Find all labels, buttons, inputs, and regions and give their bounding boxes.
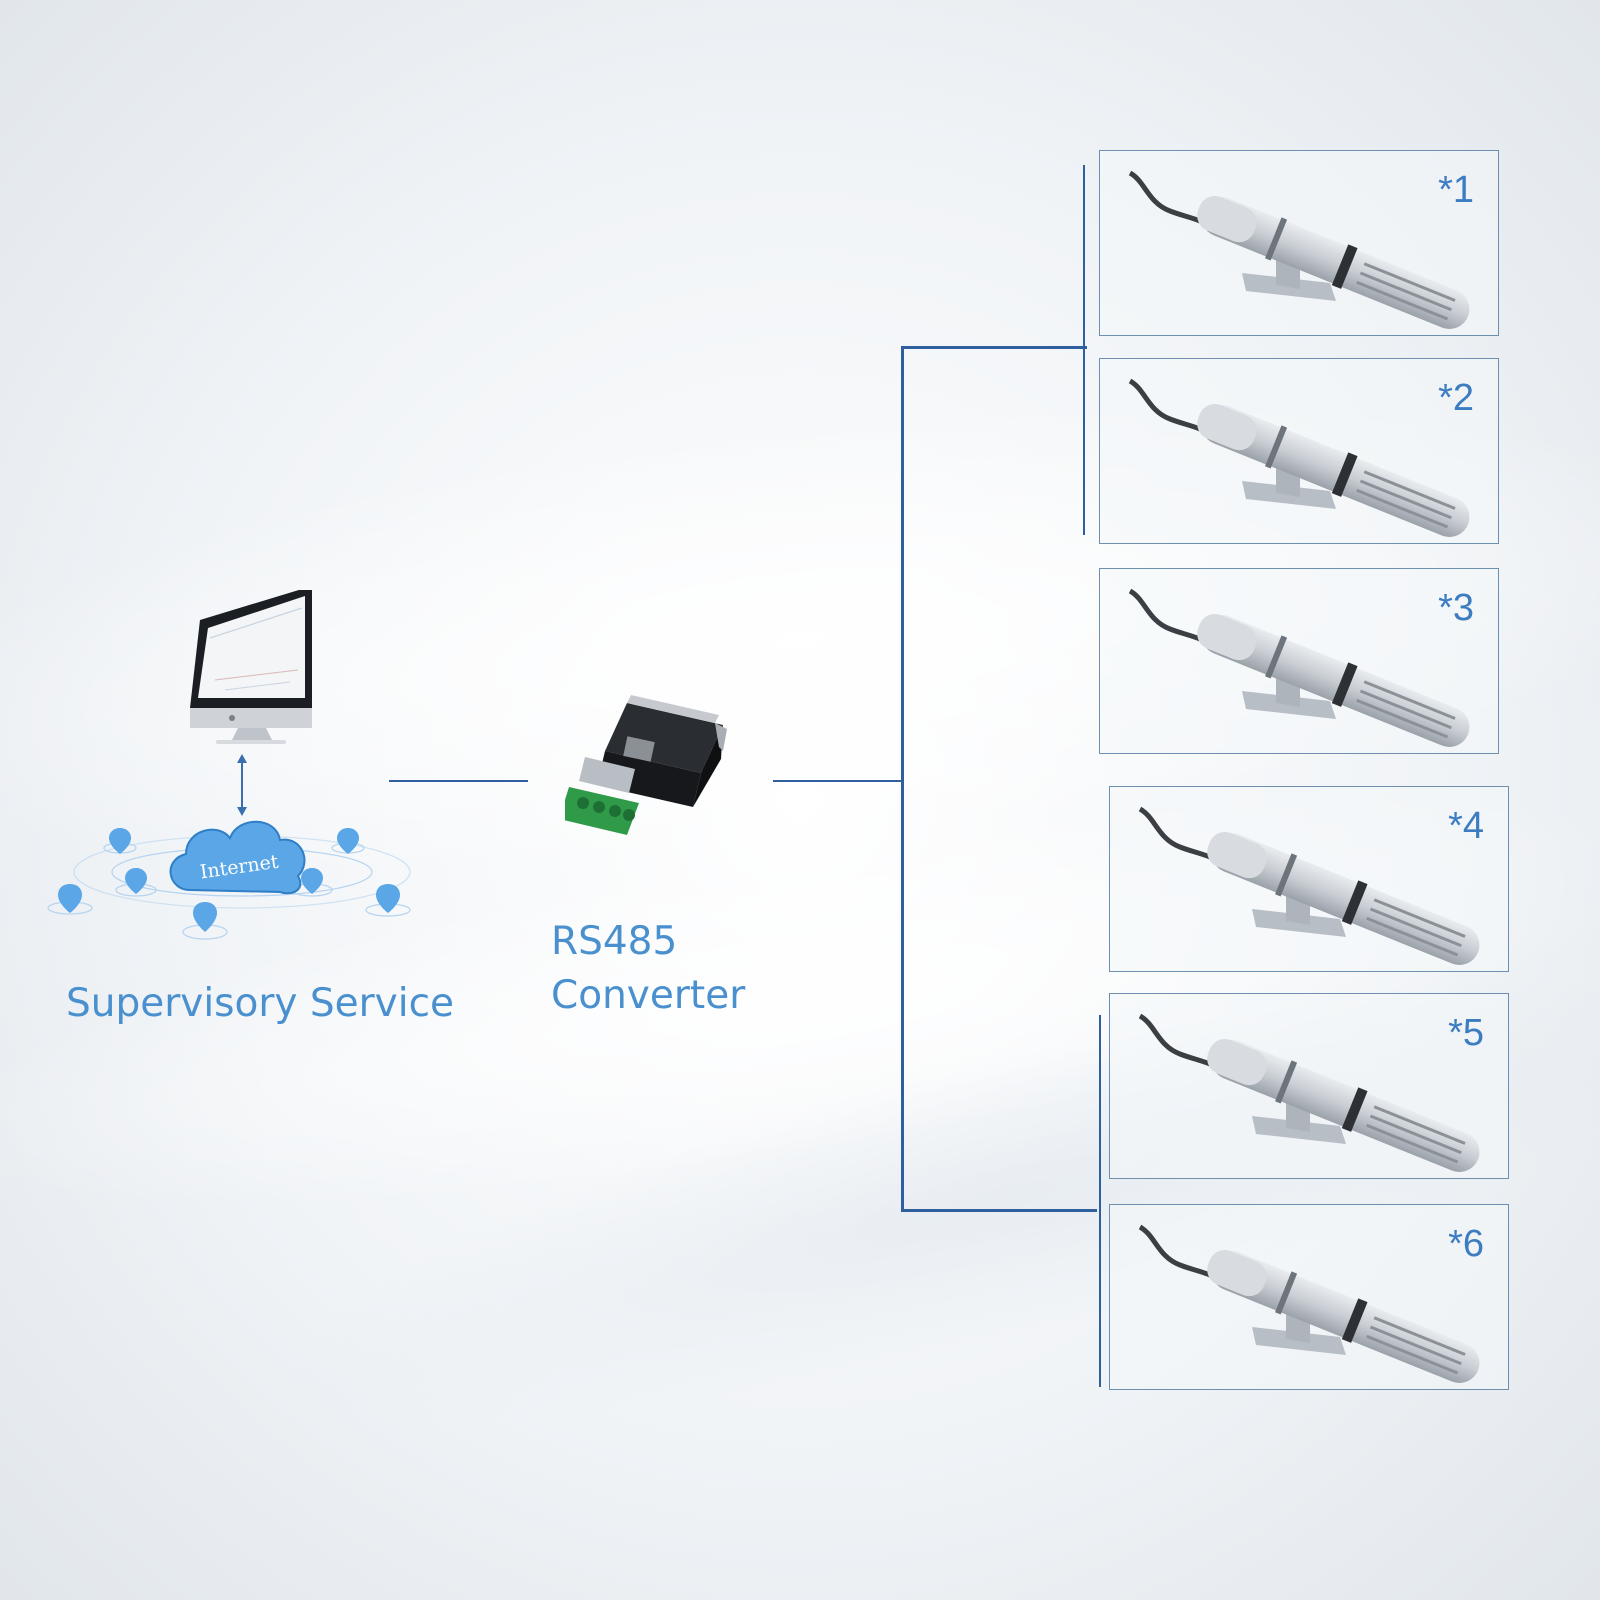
connector-supervisory-to-converter (389, 780, 528, 782)
sensor-number-label: *4 (1448, 805, 1484, 847)
location-pin-icon (109, 828, 131, 854)
converter-label-line1: RS485 (551, 919, 678, 964)
bracket-bottom (1099, 1015, 1101, 1387)
sensor-number-label: *1 (1438, 169, 1474, 211)
location-pin-icon (337, 828, 359, 854)
sensor-box: *1 (1099, 150, 1499, 336)
sensor-box: *3 (1099, 568, 1499, 754)
humidity-sensor-icon (1128, 378, 1470, 537)
sensor-box: *4 (1109, 786, 1509, 972)
computer-monitor-icon (190, 590, 312, 744)
supervisory-illustration: Internet (47, 590, 411, 940)
sensor-number-label: *6 (1448, 1223, 1484, 1265)
humidity-sensor-icon (1138, 806, 1480, 965)
bracket-top (1083, 165, 1085, 535)
sensor-box: *2 (1099, 358, 1499, 544)
bus-trunk (901, 346, 904, 1212)
location-pin-icon (193, 902, 217, 932)
sensor-box: *5 (1109, 993, 1509, 1179)
humidity-sensor-icon (1128, 588, 1470, 747)
internet-cloud-icon: Internet (169, 820, 306, 895)
bus-branch-top (901, 346, 1087, 349)
humidity-sensor-icon (1128, 170, 1470, 329)
sensor-number-label: *2 (1438, 377, 1474, 419)
connector-converter-to-bus (773, 780, 904, 782)
sensor-number-label: *5 (1448, 1012, 1484, 1054)
bus-branch-bottom (901, 1209, 1097, 1212)
humidity-sensor-icon (1138, 1224, 1480, 1383)
location-pin-icon (301, 868, 323, 894)
converter-label-line2: Converter (551, 973, 746, 1018)
location-pin-icon (376, 884, 400, 913)
location-pins (58, 828, 400, 932)
rs485-converter-icon (565, 695, 727, 835)
sensor-number-label: *3 (1438, 587, 1474, 629)
bidirectional-arrow-icon (237, 754, 247, 816)
location-pin-icon (58, 884, 82, 913)
humidity-sensor-icon (1138, 1013, 1480, 1172)
sensor-box: *6 (1109, 1204, 1509, 1390)
supervisory-service-label: Supervisory Service (66, 981, 455, 1026)
location-pin-icon (125, 868, 147, 894)
